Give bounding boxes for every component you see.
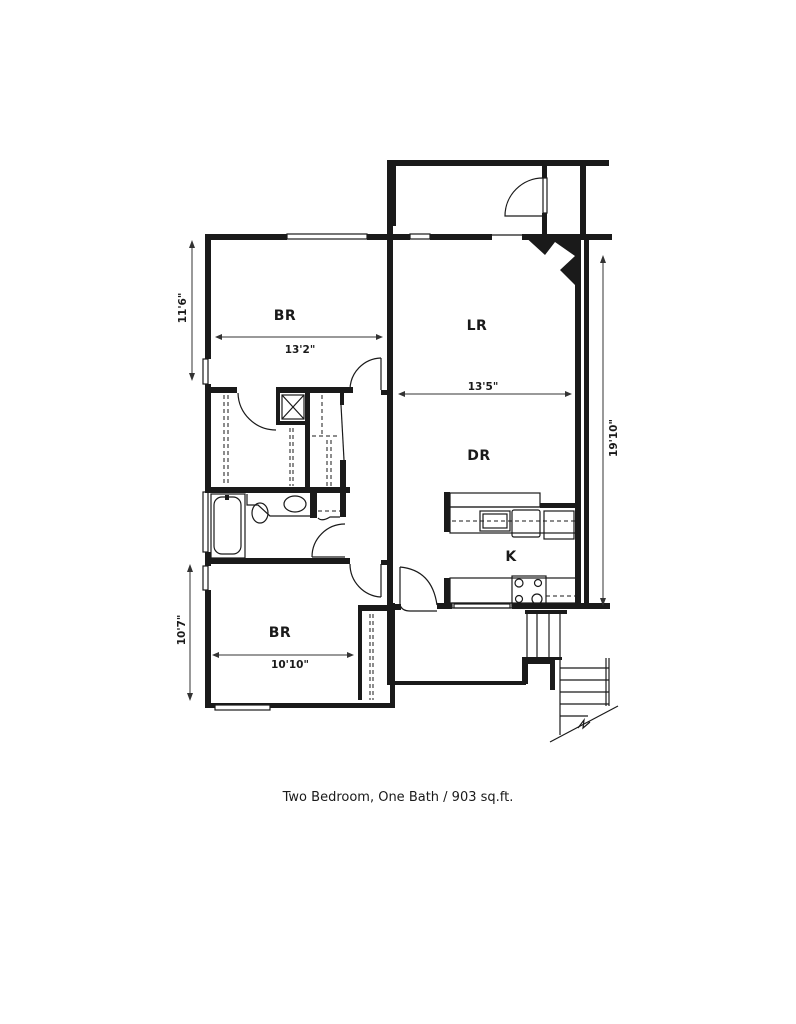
kitchen-fixtures	[449, 492, 578, 609]
floor-plan-caption: Two Bedroom, One Bath / 903 sq.ft.	[282, 790, 514, 805]
shaft-box	[281, 394, 305, 420]
doors	[237, 177, 544, 612]
bedroom-2-depth: 10'7"	[176, 615, 188, 646]
dimension-lines	[187, 240, 606, 701]
bedroom-1-width: 13'2"	[285, 344, 316, 356]
exterior-stairs	[522, 610, 619, 743]
bedroom-1-depth: 11'6"	[177, 293, 189, 324]
bathroom-fixtures	[210, 493, 340, 559]
room-label-living-room: LR	[467, 318, 488, 334]
room-label-bedroom-2: BR	[269, 625, 291, 641]
dining-room-depth: 19'10"	[608, 419, 620, 457]
interior-walls	[205, 387, 577, 700]
closet-rods	[223, 395, 374, 700]
exterior-walls	[202, 160, 612, 711]
room-label-bedroom-1: BR	[274, 308, 296, 324]
bedroom-2-width: 10'10"	[271, 659, 309, 671]
room-label-dining-room: DR	[467, 448, 490, 464]
living-room-width: 13'5"	[468, 381, 499, 393]
room-label-kitchen: K	[505, 549, 517, 565]
